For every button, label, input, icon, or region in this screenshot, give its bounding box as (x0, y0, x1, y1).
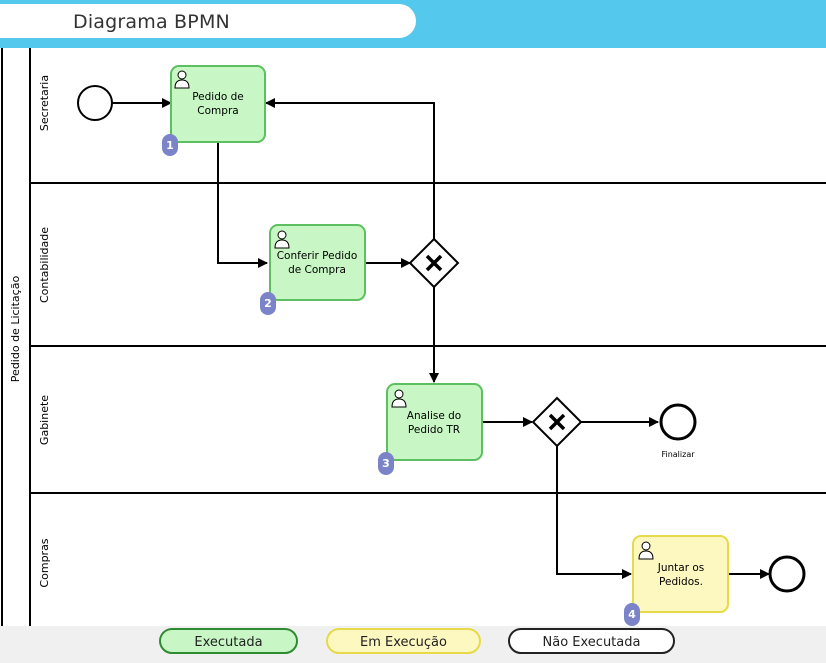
end-event-finalizar[interactable] (659, 403, 697, 441)
legend-not-executed[interactable]: Não Executada (508, 628, 675, 654)
x-icon (548, 413, 566, 431)
task-badge-2: 2 (260, 292, 276, 315)
pool-label: Pedido de Licitação (9, 276, 22, 383)
task-badge-3: 3 (378, 452, 394, 475)
task-label-line1: Conferir Pedido (277, 250, 358, 262)
user-icon (274, 230, 290, 249)
badge-number: 2 (264, 297, 272, 310)
task-label-line1: Pedido de (192, 91, 244, 103)
user-icon (638, 541, 654, 560)
task-label-line2: Pedidos. (659, 576, 703, 588)
page-title: Diagrama BPMN (73, 11, 230, 33)
header-bar: Diagrama BPMN (0, 0, 826, 48)
task-analise-pedido[interactable]: Analise do Pedido TR (386, 383, 483, 461)
x-icon (425, 254, 443, 272)
flow-task1-to-task2 (217, 142, 268, 268)
exclusive-gateway-1[interactable] (408, 237, 460, 289)
end-event-label: Finalizar (661, 450, 695, 459)
task-label-line2: Pedido TR (408, 424, 460, 436)
user-icon (174, 70, 190, 89)
badge-number: 1 (166, 139, 174, 152)
badge-number: 3 (382, 457, 390, 470)
task-badge-1: 1 (162, 134, 178, 156)
lane-label-secretaria: Secretaria (38, 75, 51, 131)
legend-running[interactable]: Em Execução (326, 628, 481, 654)
lane-label-contabilidade: Contabilidade (38, 227, 51, 303)
task-label-line2: Compra (197, 105, 238, 117)
lane-label-compras: Compras (38, 538, 51, 587)
task-juntar-pedidos[interactable]: Juntar os Pedidos. (632, 535, 729, 613)
exclusive-gateway-2[interactable] (531, 396, 583, 448)
task-label-line1: Analise do (407, 410, 461, 422)
task-conferir-pedido[interactable]: Conferir Pedido de Compra (269, 224, 366, 301)
task-label-line2: de Compra (288, 264, 346, 276)
flow-gateway2-to-task4 (556, 446, 632, 579)
end-event[interactable] (768, 555, 806, 593)
start-event[interactable] (77, 85, 113, 121)
bpmn-diagram: Pedido de Licitação Secretaria Contabili… (1, 48, 826, 626)
flow-gateway1-to-task1 (265, 98, 435, 239)
legend-executed[interactable]: Executada (159, 628, 298, 654)
task-pedido-de-compra[interactable]: Pedido de Compra (170, 65, 266, 143)
task-label-line1: Juntar os (657, 562, 705, 574)
lane-label-gabinete: Gabinete (38, 395, 51, 445)
task-badge-4: 4 (624, 603, 640, 626)
user-icon (391, 389, 407, 408)
badge-number: 4 (628, 608, 636, 621)
title-pill: Diagrama BPMN (0, 4, 416, 38)
